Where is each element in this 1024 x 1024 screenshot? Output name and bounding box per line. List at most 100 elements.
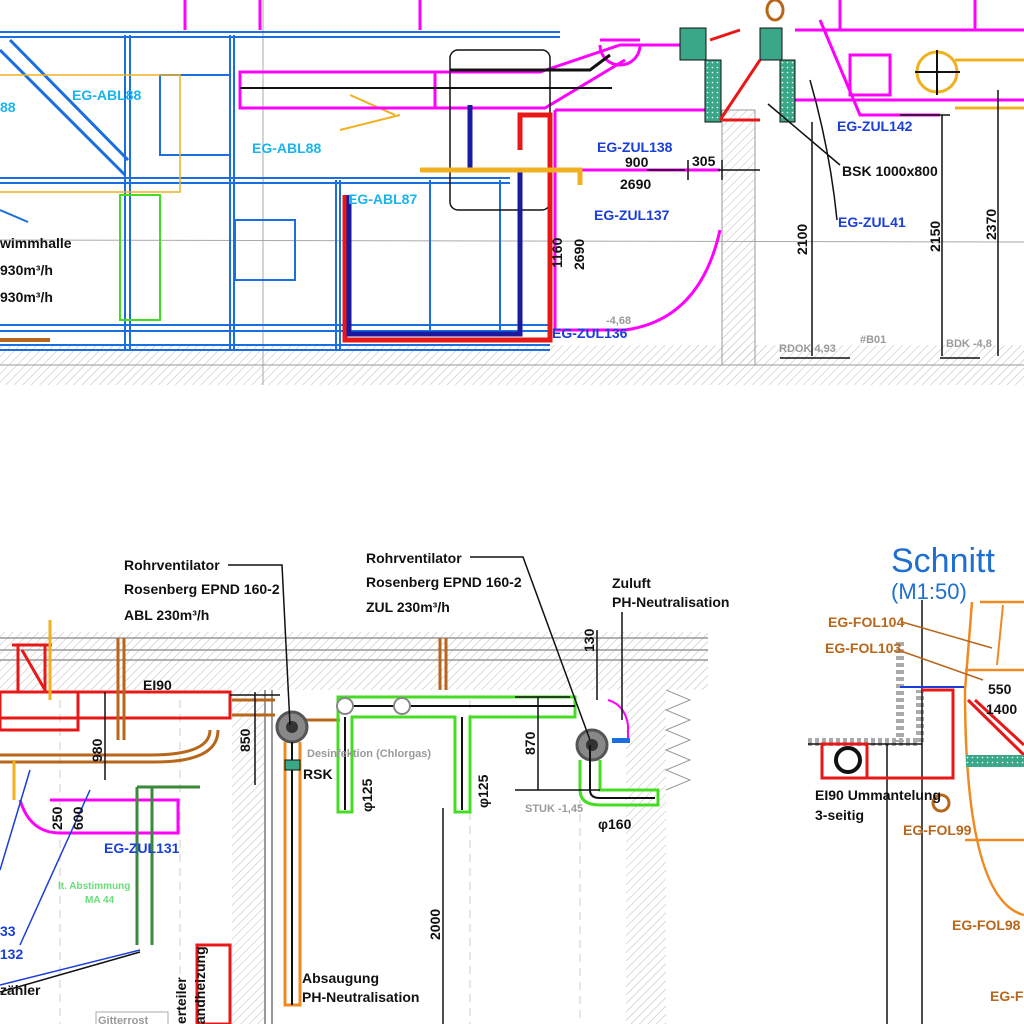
dimension-1400: 1400 [986, 701, 1017, 717]
label-eg-abl88: EG-ABL88 [252, 140, 321, 156]
silencer [779, 59, 796, 123]
dimension-130: 130 [581, 628, 597, 652]
pipe-section [834, 746, 862, 774]
dimension-lines [780, 90, 999, 359]
fan-hub [286, 721, 298, 733]
green-pipe [135, 785, 200, 945]
label-eg-abl87: EG-ABL87 [348, 191, 417, 207]
insulation-teal [966, 755, 1024, 767]
supply-ducts [183, 0, 1024, 332]
fan-abl-line2: Rosenberg EPND 160-2 [124, 581, 280, 597]
pool-outline [963, 600, 1024, 917]
ceiling-slab-hatch [0, 632, 708, 690]
brown-pipe [0, 729, 220, 764]
label-eg-zul142: EG-ZUL142 [837, 118, 913, 134]
label-zul132-partial: .132 [0, 946, 23, 962]
yellow-pipe [420, 167, 583, 185]
label-3-seitig: 3-seitig [815, 807, 864, 823]
grille [612, 738, 630, 743]
grid-line [59, 700, 581, 1024]
label-eg-fol99: EG-FOL99 [903, 822, 972, 838]
section-drawing: Rohrventilator Rosenberg EPND 160-2 ABL … [0, 542, 1024, 1024]
label-b01: #B01 [860, 334, 886, 346]
dimension-980: 980 [89, 738, 105, 762]
label-zul133-partial: 33 [0, 923, 16, 939]
level-bdk: BDK -4,8 [946, 338, 992, 350]
absaugung-line1: Absaugung [302, 970, 379, 986]
flow-arrow-icon [339, 94, 401, 131]
dimension-2100: 2100 [794, 224, 810, 255]
label-eg-fol98: EG-FOL98 [952, 917, 1021, 933]
leader-line [470, 556, 591, 741]
label-bsk: BSK 1000x800 [842, 163, 938, 179]
arrow-icon [996, 604, 1004, 666]
label-rsk: RSK [303, 766, 333, 782]
absaugung-line2: PH-Neutralisation [302, 989, 419, 1005]
note-ma44: MA 44 [85, 895, 115, 906]
zuluft-line2: PH-Neutralisation [612, 594, 729, 610]
brown-fitting [765, 0, 785, 22]
wall-hatch [626, 690, 666, 1024]
leader-line [897, 621, 993, 681]
red-diagonal [966, 698, 1024, 757]
dimension-305 [647, 160, 760, 180]
dimension-305-text: 305 [692, 153, 716, 169]
fan-zul-line3: ZUL 230m³/h [366, 599, 450, 615]
rsk-valve-icon [284, 759, 301, 771]
dimension-850: 850 [237, 728, 253, 752]
airflow-value: 930m³/h [0, 289, 53, 305]
wall-line [264, 690, 273, 1024]
dimension-phi125: φ125 [475, 774, 491, 808]
blue-walls [0, 31, 560, 351]
gitterrost-box [95, 1011, 169, 1024]
insulation [664, 689, 692, 791]
level-rdok: RDOK 4,93 [779, 343, 836, 355]
yellow-pipe [12, 620, 52, 800]
label-gitterrost: Gitterrost [98, 1015, 148, 1024]
silencer [704, 59, 722, 123]
pipe-centerlines [344, 705, 655, 810]
label-abl88-partial: 88 [0, 99, 16, 115]
fan-zul-line1: Rohrventilator [366, 550, 462, 566]
wall-hatch [232, 690, 265, 1024]
fan-abl-line1: Rohrventilator [124, 557, 220, 573]
wall-hatch [808, 642, 924, 746]
fan-hub [586, 739, 598, 751]
dimension-phi160: φ160 [598, 816, 632, 832]
ei90-duct [0, 690, 232, 720]
yellow-outline [0, 74, 181, 193]
label-wandheizung: /andheizung [192, 946, 208, 1024]
airflow-value: 930m³/h [0, 262, 53, 278]
green-room-outline [119, 194, 161, 321]
top-floor-plan: 88 EG-ABL88 EG-ABL88 EG-ABL87 wimmhalle … [0, 0, 1024, 385]
label-eg-fol-partial: EG-F [990, 988, 1024, 1004]
dimension-250: 250 [49, 806, 65, 830]
ei90-enclosure [867, 688, 955, 780]
dimension-2370: 2370 [983, 209, 999, 240]
label-eg-fol104: EG-FOL104 [828, 614, 904, 630]
duct-centerline [450, 53, 611, 72]
leader-line [0, 951, 141, 993]
dimension-550: 550 [988, 681, 1012, 697]
dimension-phi125: φ125 [359, 778, 375, 812]
damper-box [679, 27, 707, 61]
label-eg-fol103: EG-FOL103 [825, 640, 901, 656]
label-eg-zul137: EG-ZUL137 [594, 207, 670, 223]
room-name: wimmhalle [0, 235, 72, 251]
note-abstimmung: lt. Abstimmung [58, 881, 130, 892]
fan-abl-line3: ABL 230m³/h [124, 607, 209, 623]
distributor-box [195, 943, 232, 1024]
pipe-fitting [336, 697, 354, 715]
zuluft-line1: Zuluft [612, 575, 651, 591]
pipe-fol99 [931, 793, 951, 813]
dimension-2150: 2150 [927, 221, 943, 252]
label-eg-zul131: EG-ZUL131 [104, 840, 180, 856]
crosshair [915, 50, 960, 95]
label-ei90: EI90 [143, 677, 172, 693]
section-title: Schnitt [891, 542, 995, 580]
zuluft-bend [607, 699, 629, 741]
fan-zul-line2: Rosenberg EPND 160-2 [366, 574, 522, 590]
level-stuk: STUK -1,45 [525, 803, 583, 815]
